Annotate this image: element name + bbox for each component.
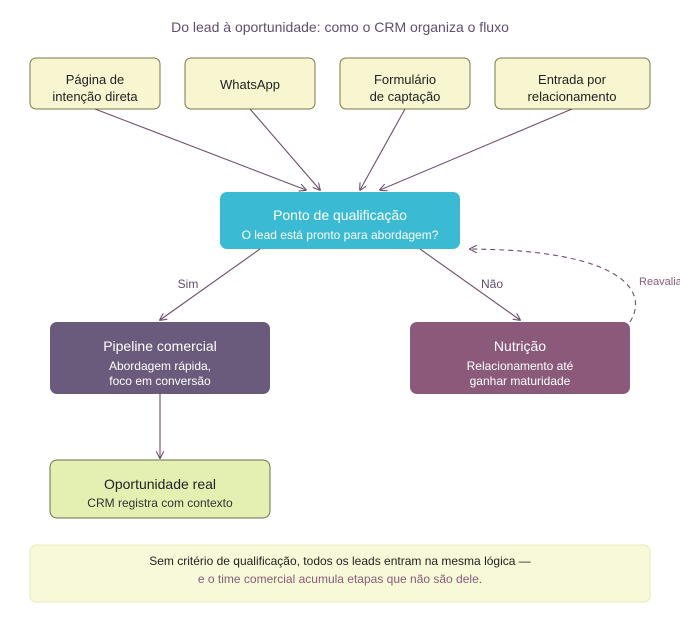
- branch-arrows: [160, 248, 520, 320]
- source-label-line1: Formulário: [374, 72, 436, 87]
- arrow-yes-to-pipeline: [160, 248, 261, 320]
- edge-label-yes: Sim: [178, 277, 199, 291]
- qualification-title: Ponto de qualificação: [273, 207, 407, 223]
- source-arrows: [94, 108, 573, 190]
- edge-label-no: Não: [481, 277, 503, 291]
- source-box-whatsapp: WhatsApp: [184, 57, 316, 110]
- edge-label-reassess: Reavalia: [639, 276, 680, 288]
- note-line2: e o time comercial acumula etapas que nã…: [198, 572, 482, 586]
- source-label-line2: de captação: [370, 89, 441, 104]
- source-label-line2: relacionamento: [528, 89, 617, 104]
- pipeline-desc-line2: foco em conversão: [109, 374, 211, 388]
- pipeline-title: Pipeline comercial: [103, 338, 217, 354]
- arrow-whatsapp-to-qualification: [249, 108, 320, 190]
- source-label-line1: WhatsApp: [220, 77, 280, 92]
- nurture-desc-line2: ganhar maturidade: [470, 374, 571, 388]
- arrow-intent-to-qualification: [94, 108, 306, 190]
- opportunity-box: Oportunidade real CRM registra com conte…: [49, 459, 271, 519]
- opportunity-title: Oportunidade real: [104, 476, 216, 492]
- opportunity-subtitle: CRM registra com contexto: [87, 496, 233, 510]
- note-box: Sem critério de qualificação, todos os l…: [29, 544, 651, 603]
- qualification-box: Ponto de qualificação O lead está pronto…: [220, 192, 460, 249]
- nurture-box: Nutrição Relacionamento até ganhar matur…: [410, 322, 630, 394]
- arrow-no-to-nurture: [419, 248, 520, 320]
- source-label-line1: Entrada por: [538, 72, 607, 87]
- source-label-line1: Página de: [66, 72, 125, 87]
- arrow-relationship-to-qualification: [380, 108, 573, 190]
- arrow-form-to-qualification: [360, 108, 406, 190]
- source-label-line2: intenção direta: [52, 89, 138, 104]
- qualification-subtitle: O lead está pronto para abordagem?: [242, 228, 439, 242]
- pipeline-box: Pipeline comercial Abordagem rápida, foc…: [50, 322, 270, 394]
- pipeline-desc-line1: Abordagem rápida,: [109, 359, 211, 373]
- source-box-form: Formulário de captação: [339, 57, 471, 110]
- note-line1: Sem critério de qualificação, todos os l…: [149, 554, 531, 568]
- arrow-reassess-loop: [470, 249, 637, 323]
- nurture-desc-line1: Relacionamento até: [467, 359, 574, 373]
- source-box-intent-page: Página de intenção direta: [29, 57, 161, 110]
- source-box-relationship: Entrada por relacionamento: [494, 57, 651, 110]
- nurture-title: Nutrição: [494, 338, 546, 354]
- diagram-title: Do lead à oportunidade: como o CRM organ…: [171, 19, 509, 35]
